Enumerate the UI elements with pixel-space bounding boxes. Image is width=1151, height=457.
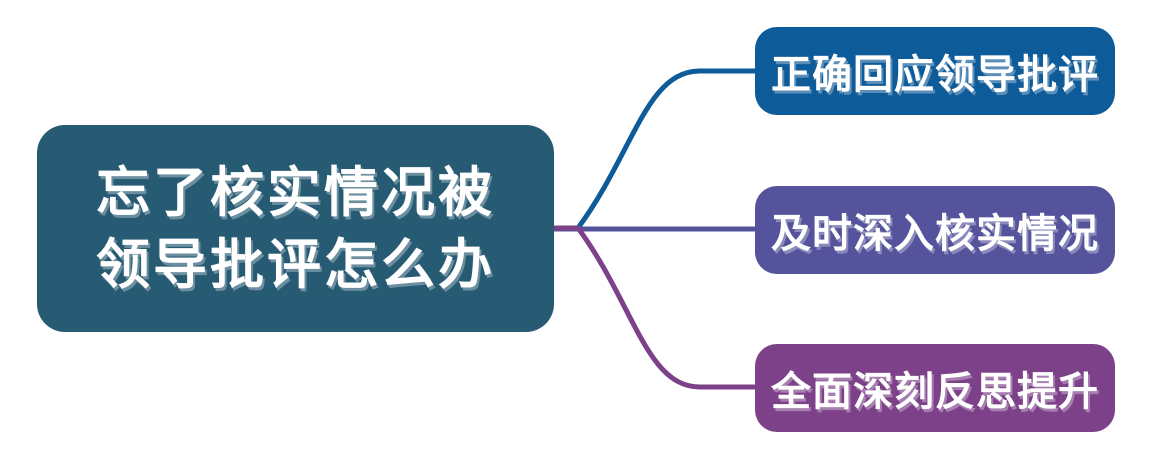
branch-node-1-label: 正确回应领导批评 <box>771 53 1099 97</box>
branch-node-reflect-improve[interactable]: 全面深刻反思提升 <box>755 344 1115 432</box>
branch-node-respond-to-criticism[interactable]: 正确回应领导批评 <box>755 27 1115 115</box>
connector-branch-1 <box>549 68 763 231</box>
root-node-label-line-1: 忘了核实情况被 <box>96 162 495 223</box>
root-node-label-line-2: 领导批评怎么办 <box>96 234 495 295</box>
root-node[interactable]: 忘了核实情况被 领导批评怎么办 <box>37 125 554 332</box>
connector-branch-3 <box>549 225 763 390</box>
branch-node-2-label: 及时深入核实情况 <box>771 212 1099 256</box>
branch-node-3-label: 全面深刻反思提升 <box>771 370 1099 414</box>
branch-node-verify-situation[interactable]: 及时深入核实情况 <box>755 186 1115 274</box>
